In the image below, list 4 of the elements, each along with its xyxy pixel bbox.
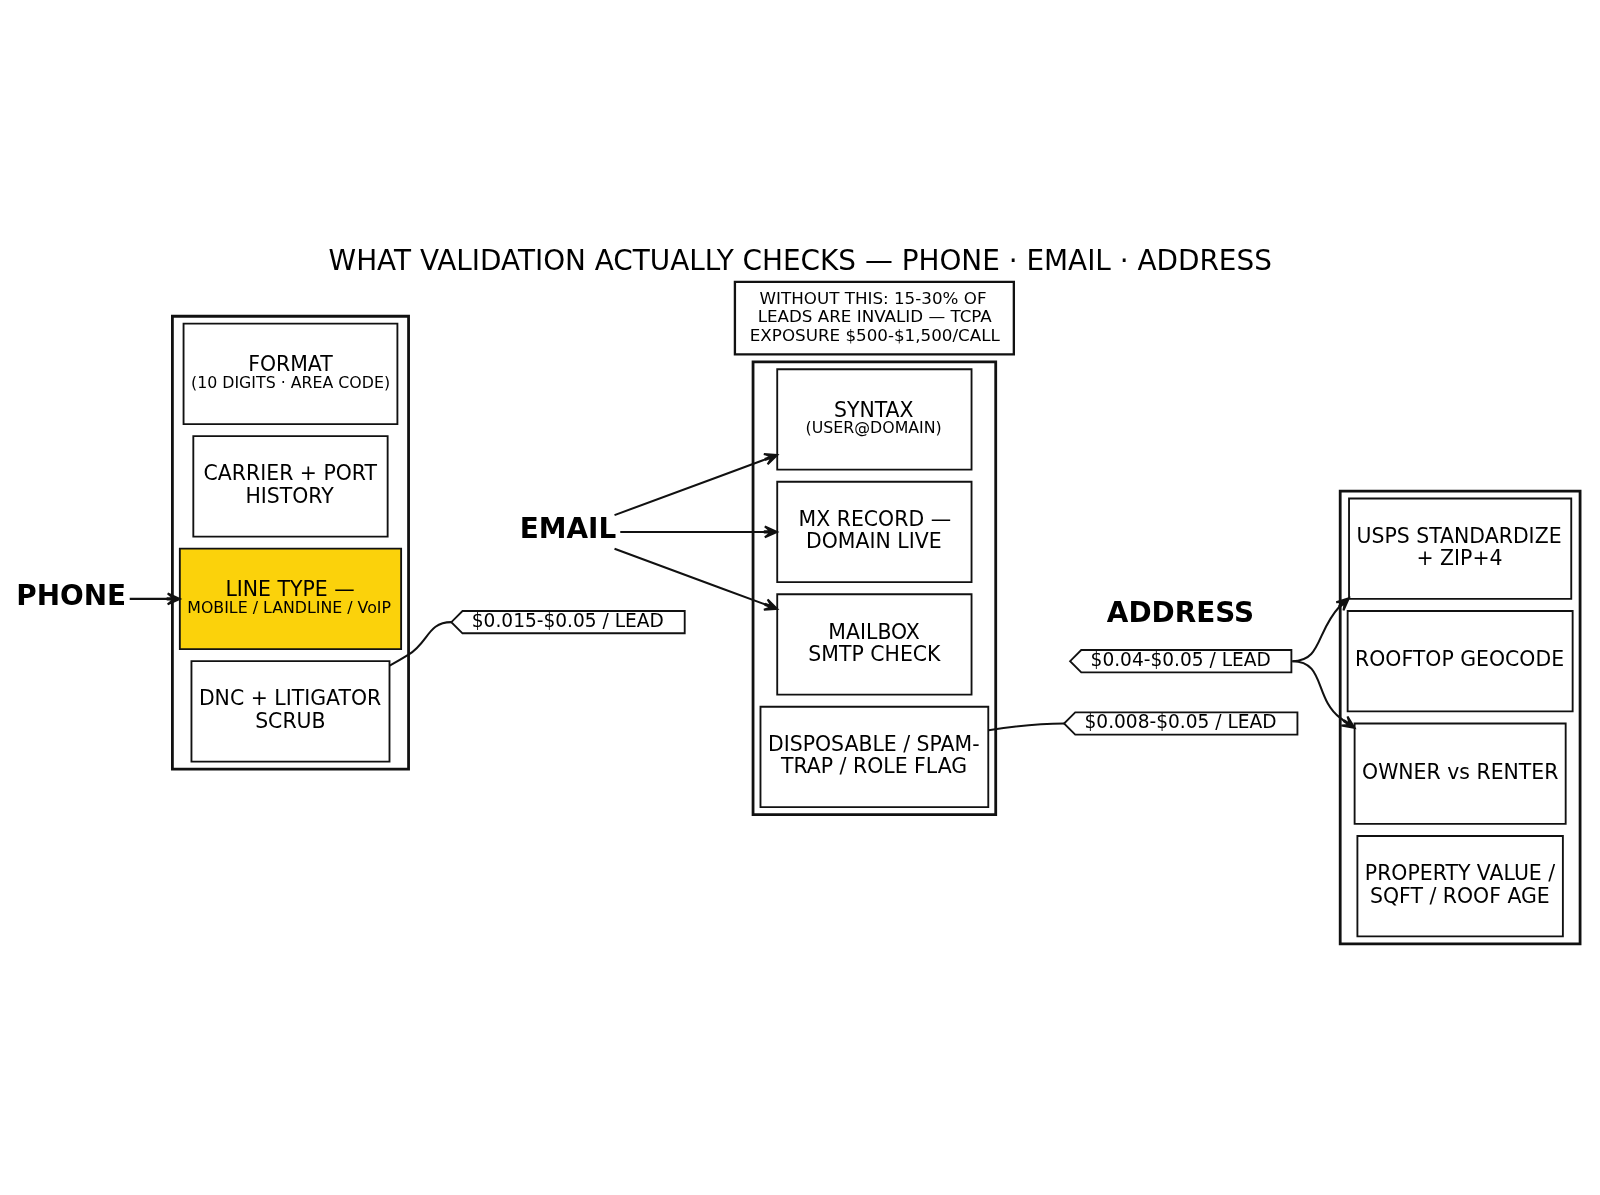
node-text: EMAIL (519, 511, 617, 545)
node-text: ADDRESS (1106, 595, 1255, 629)
diagram-title: WHAT VALIDATION ACTUALLY CHECKS — PHONE · EMAIL · ADDRESS (328, 243, 1272, 277)
node-text: PHONE (16, 578, 127, 612)
